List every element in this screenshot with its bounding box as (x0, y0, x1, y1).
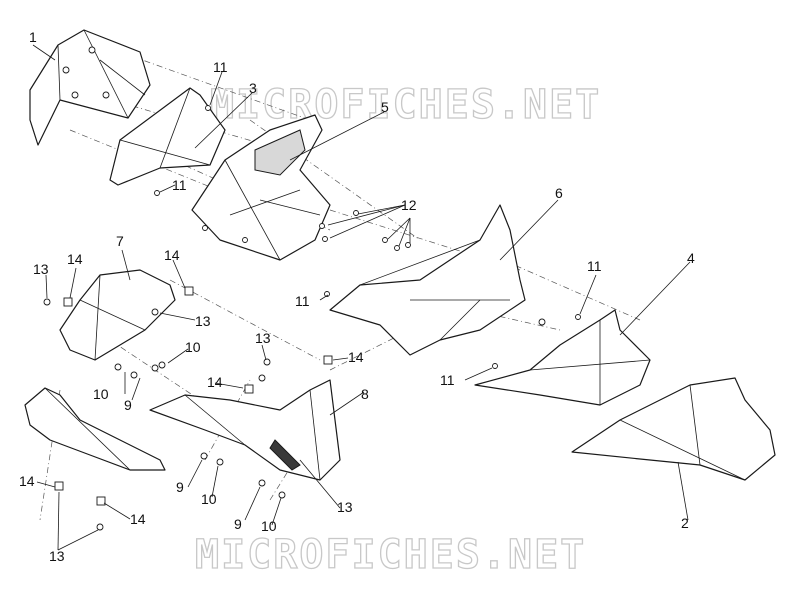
callout-14-a: 14 (67, 251, 83, 267)
callout-13-d: 13 (337, 499, 353, 515)
callout-13-c: 13 (255, 330, 271, 346)
callout-4: 4 (687, 250, 695, 266)
part-8-lower-bracket (149, 379, 341, 481)
callout-14-f: 14 (130, 511, 146, 527)
callout-11-b: 11 (172, 177, 187, 193)
leader-lines (32, 44, 691, 551)
callout-9-a: 9 (124, 397, 132, 413)
callout-6: 6 (555, 185, 563, 201)
callout-labels: 1 2 3 4 5 6 7 8 9 9 9 10 10 10 10 11 11 … (19, 29, 695, 564)
callout-2: 2 (681, 515, 689, 531)
callout-7: 7 (116, 233, 124, 249)
callout-12: 12 (401, 197, 417, 213)
callout-10-c: 10 (201, 491, 217, 507)
callout-14-d: 14 (207, 374, 223, 390)
callout-5: 5 (381, 99, 389, 115)
callout-3: 3 (249, 80, 257, 96)
part-4-lower-side-panel (474, 309, 651, 406)
part-2-side-cover (571, 377, 776, 481)
callout-10-a: 10 (185, 339, 201, 355)
callout-13-b: 13 (195, 313, 211, 329)
callout-11-a: 11 (213, 59, 228, 75)
callout-11-d: 11 (587, 258, 602, 274)
callout-13-e: 13 (49, 548, 65, 564)
callout-10-b: 10 (93, 386, 109, 402)
part-1-windscreen (29, 29, 151, 146)
part-7-left-bracket (59, 269, 176, 361)
part-3-bracket-panel (109, 87, 226, 186)
callout-14-b: 14 (164, 247, 180, 263)
callout-13-a: 13 (33, 261, 49, 277)
watermark-top: MICROFICHES.NET (210, 82, 601, 128)
callout-10-d: 10 (261, 518, 277, 534)
callout-1: 1 (29, 29, 37, 45)
callout-14-e: 14 (19, 473, 35, 489)
callout-8: 8 (361, 386, 369, 402)
watermark-bottom: MICROFICHES.NET (195, 532, 586, 578)
callout-14-c: 14 (348, 349, 364, 365)
part-lower-left-trim (24, 387, 166, 471)
fasteners (43, 105, 581, 531)
callout-9-c: 9 (234, 516, 242, 532)
part-5-front-fairing (191, 114, 331, 261)
callout-9-b: 9 (176, 479, 184, 495)
callout-11-e: 11 (440, 372, 455, 388)
callout-11-c: 11 (295, 293, 310, 309)
part-6-upper-side-panel (329, 204, 526, 356)
